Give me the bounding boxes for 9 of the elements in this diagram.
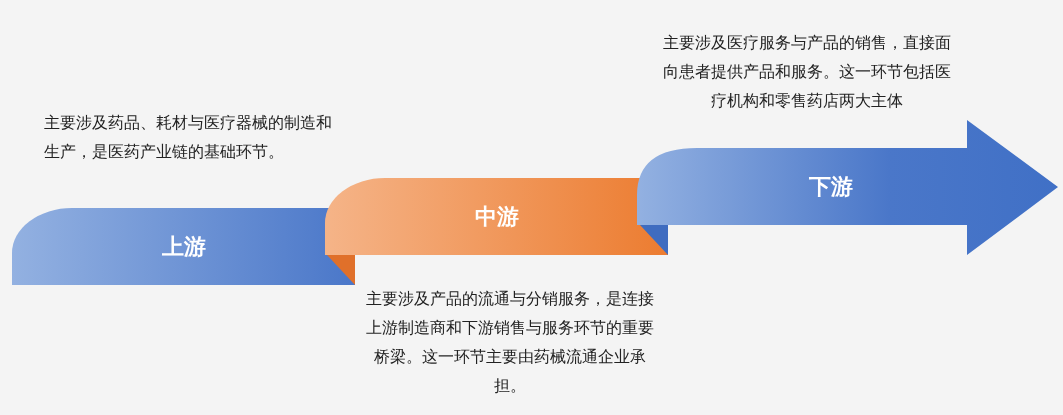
description-text: 主要涉及药品、耗材与医疗器械的制造和生产，是医药产业链的基础环节。 [44, 112, 333, 163]
stage-band [12, 208, 355, 285]
stage-band [325, 178, 668, 255]
arrow-band [637, 120, 1058, 255]
stage-label: 上游 [161, 232, 206, 261]
description-text: 主要涉及产品的流通与分销服务，是连接上游制造商和下游销售与服务环节的重要桥梁。这一环节主要由药械流通企业承担。 [364, 288, 655, 397]
description-text: 主要涉及医疗服务与产品的销售，直接面向患者提供产品和服务。这一环节包括医疗机构和零售药店两大主体 [662, 32, 952, 112]
stage-label: 中游 [474, 202, 519, 231]
stage-label: 下游 [809, 173, 853, 201]
